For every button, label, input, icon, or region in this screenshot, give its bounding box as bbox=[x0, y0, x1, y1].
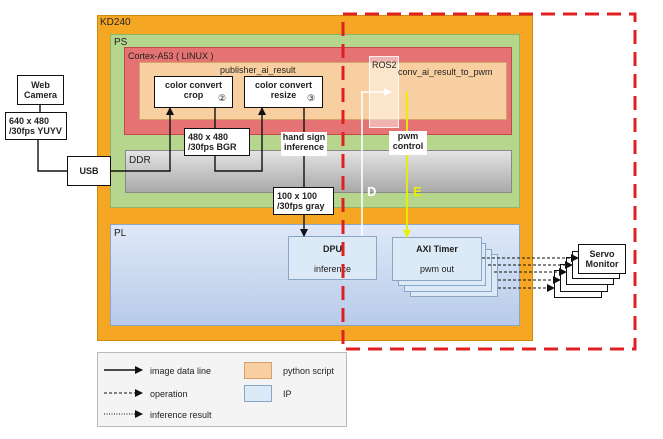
color-convert-resize-box bbox=[244, 76, 323, 108]
ps-label: PS bbox=[114, 37, 128, 48]
gray-format-box: 100 x 100 /30fps gray bbox=[273, 187, 334, 215]
ros2-label: ROS2 bbox=[372, 60, 397, 70]
axi-timer-subtitle: pwm out bbox=[419, 264, 454, 274]
ddr-label: DDR bbox=[129, 155, 151, 166]
marker-e: E bbox=[413, 184, 422, 199]
legend-ip-label: IP bbox=[283, 389, 292, 399]
legend-python-swatch bbox=[244, 362, 272, 379]
legend-ip-swatch bbox=[244, 385, 272, 402]
axi-timer-title: AXI Timer bbox=[416, 244, 458, 254]
resize-label: color convert resize bbox=[254, 80, 312, 101]
bgr-format-box: 480 x 480 /30fps BGR bbox=[184, 128, 250, 156]
cortex-label: Cortex-A53 ( LINUX ) bbox=[128, 51, 214, 61]
crop-label: color convert crop bbox=[164, 80, 222, 101]
color-convert-crop-box bbox=[154, 76, 233, 108]
ddr-region bbox=[125, 150, 512, 193]
servo-monitor-box: Servo Monitor bbox=[578, 244, 626, 274]
publisher-label: publisher_ai_result bbox=[220, 65, 296, 75]
pl-label: PL bbox=[114, 228, 127, 239]
axi-timer-box bbox=[392, 237, 482, 281]
dpu-title: DPU bbox=[322, 244, 342, 254]
camera-format-box: 640 x 480 /30fps YUYV bbox=[5, 112, 67, 140]
legend-image-line-label: image data line bbox=[150, 366, 212, 376]
dpu-subtitle: inference bbox=[313, 264, 352, 274]
hand-sign-inference-label: hand sign inference bbox=[281, 132, 327, 156]
legend-inference-label: inference result bbox=[150, 410, 212, 420]
usb-box: USB bbox=[67, 156, 111, 186]
dpu-box bbox=[288, 236, 377, 280]
legend-operation-label: operation bbox=[150, 389, 188, 399]
legend-python-label: python script bbox=[283, 366, 335, 376]
crop-step-number: ② bbox=[218, 93, 227, 103]
pwm-control-label: pwm control bbox=[389, 131, 427, 155]
kd240-label: KD240 bbox=[100, 17, 131, 28]
conv-label: conv_ai_result_to_pwm bbox=[398, 67, 493, 77]
resize-step-number: ③ bbox=[307, 93, 316, 103]
webcam-box: Web Camera bbox=[17, 75, 64, 105]
marker-d: D bbox=[367, 184, 377, 199]
